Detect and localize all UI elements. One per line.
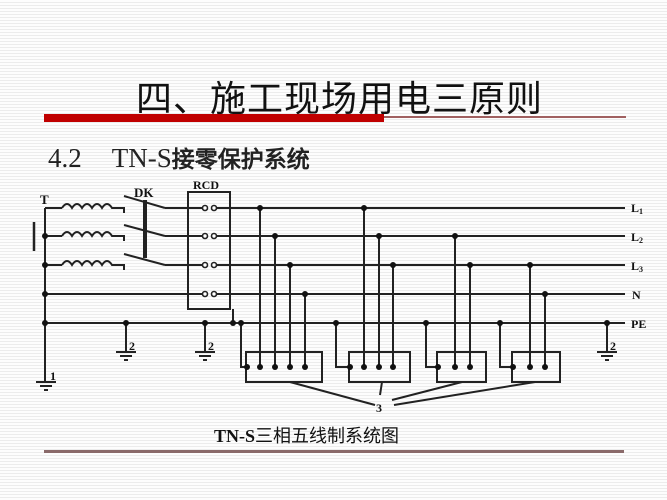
title-divider-line (384, 116, 626, 118)
slide-title: 四、施工现场用电三原则 (136, 79, 544, 120)
main-ground-label: 1 (50, 369, 56, 383)
rcd-label: RCD (193, 178, 219, 192)
line-label-n: N (632, 288, 641, 302)
repeat-ground-label-1: 2 (129, 339, 135, 353)
bottom-divider-line (44, 450, 624, 453)
section-subtitle: 4.2 TN-S接零保护系统 (48, 140, 310, 174)
repeat-ground-label-3: 2 (610, 339, 616, 353)
system-description: 接零保护系统 (171, 147, 310, 173)
line-label-l1: L1 (631, 201, 643, 216)
rcd-contacts (201, 204, 218, 298)
system-name: TN-S (111, 143, 172, 173)
switch-label: DK (134, 185, 154, 200)
line-label-l3: L3 (631, 259, 643, 274)
line-label-l2: L2 (631, 230, 643, 245)
caption-system: TN-S (214, 426, 256, 446)
diagram-caption: TN-S三相五线制系统图 (214, 422, 399, 448)
section-number: 4.2 (48, 143, 82, 173)
caption-text: 三相五线制系统图 (255, 426, 400, 447)
equipment-label: 3 (376, 401, 382, 415)
transformer-label: T (40, 192, 49, 207)
repeat-ground-label-2: 2 (208, 339, 214, 353)
junction-dots (42, 205, 610, 370)
title-accent-bar (44, 114, 384, 122)
line-label-pe: PE (631, 317, 646, 331)
ground-symbols (36, 351, 617, 391)
